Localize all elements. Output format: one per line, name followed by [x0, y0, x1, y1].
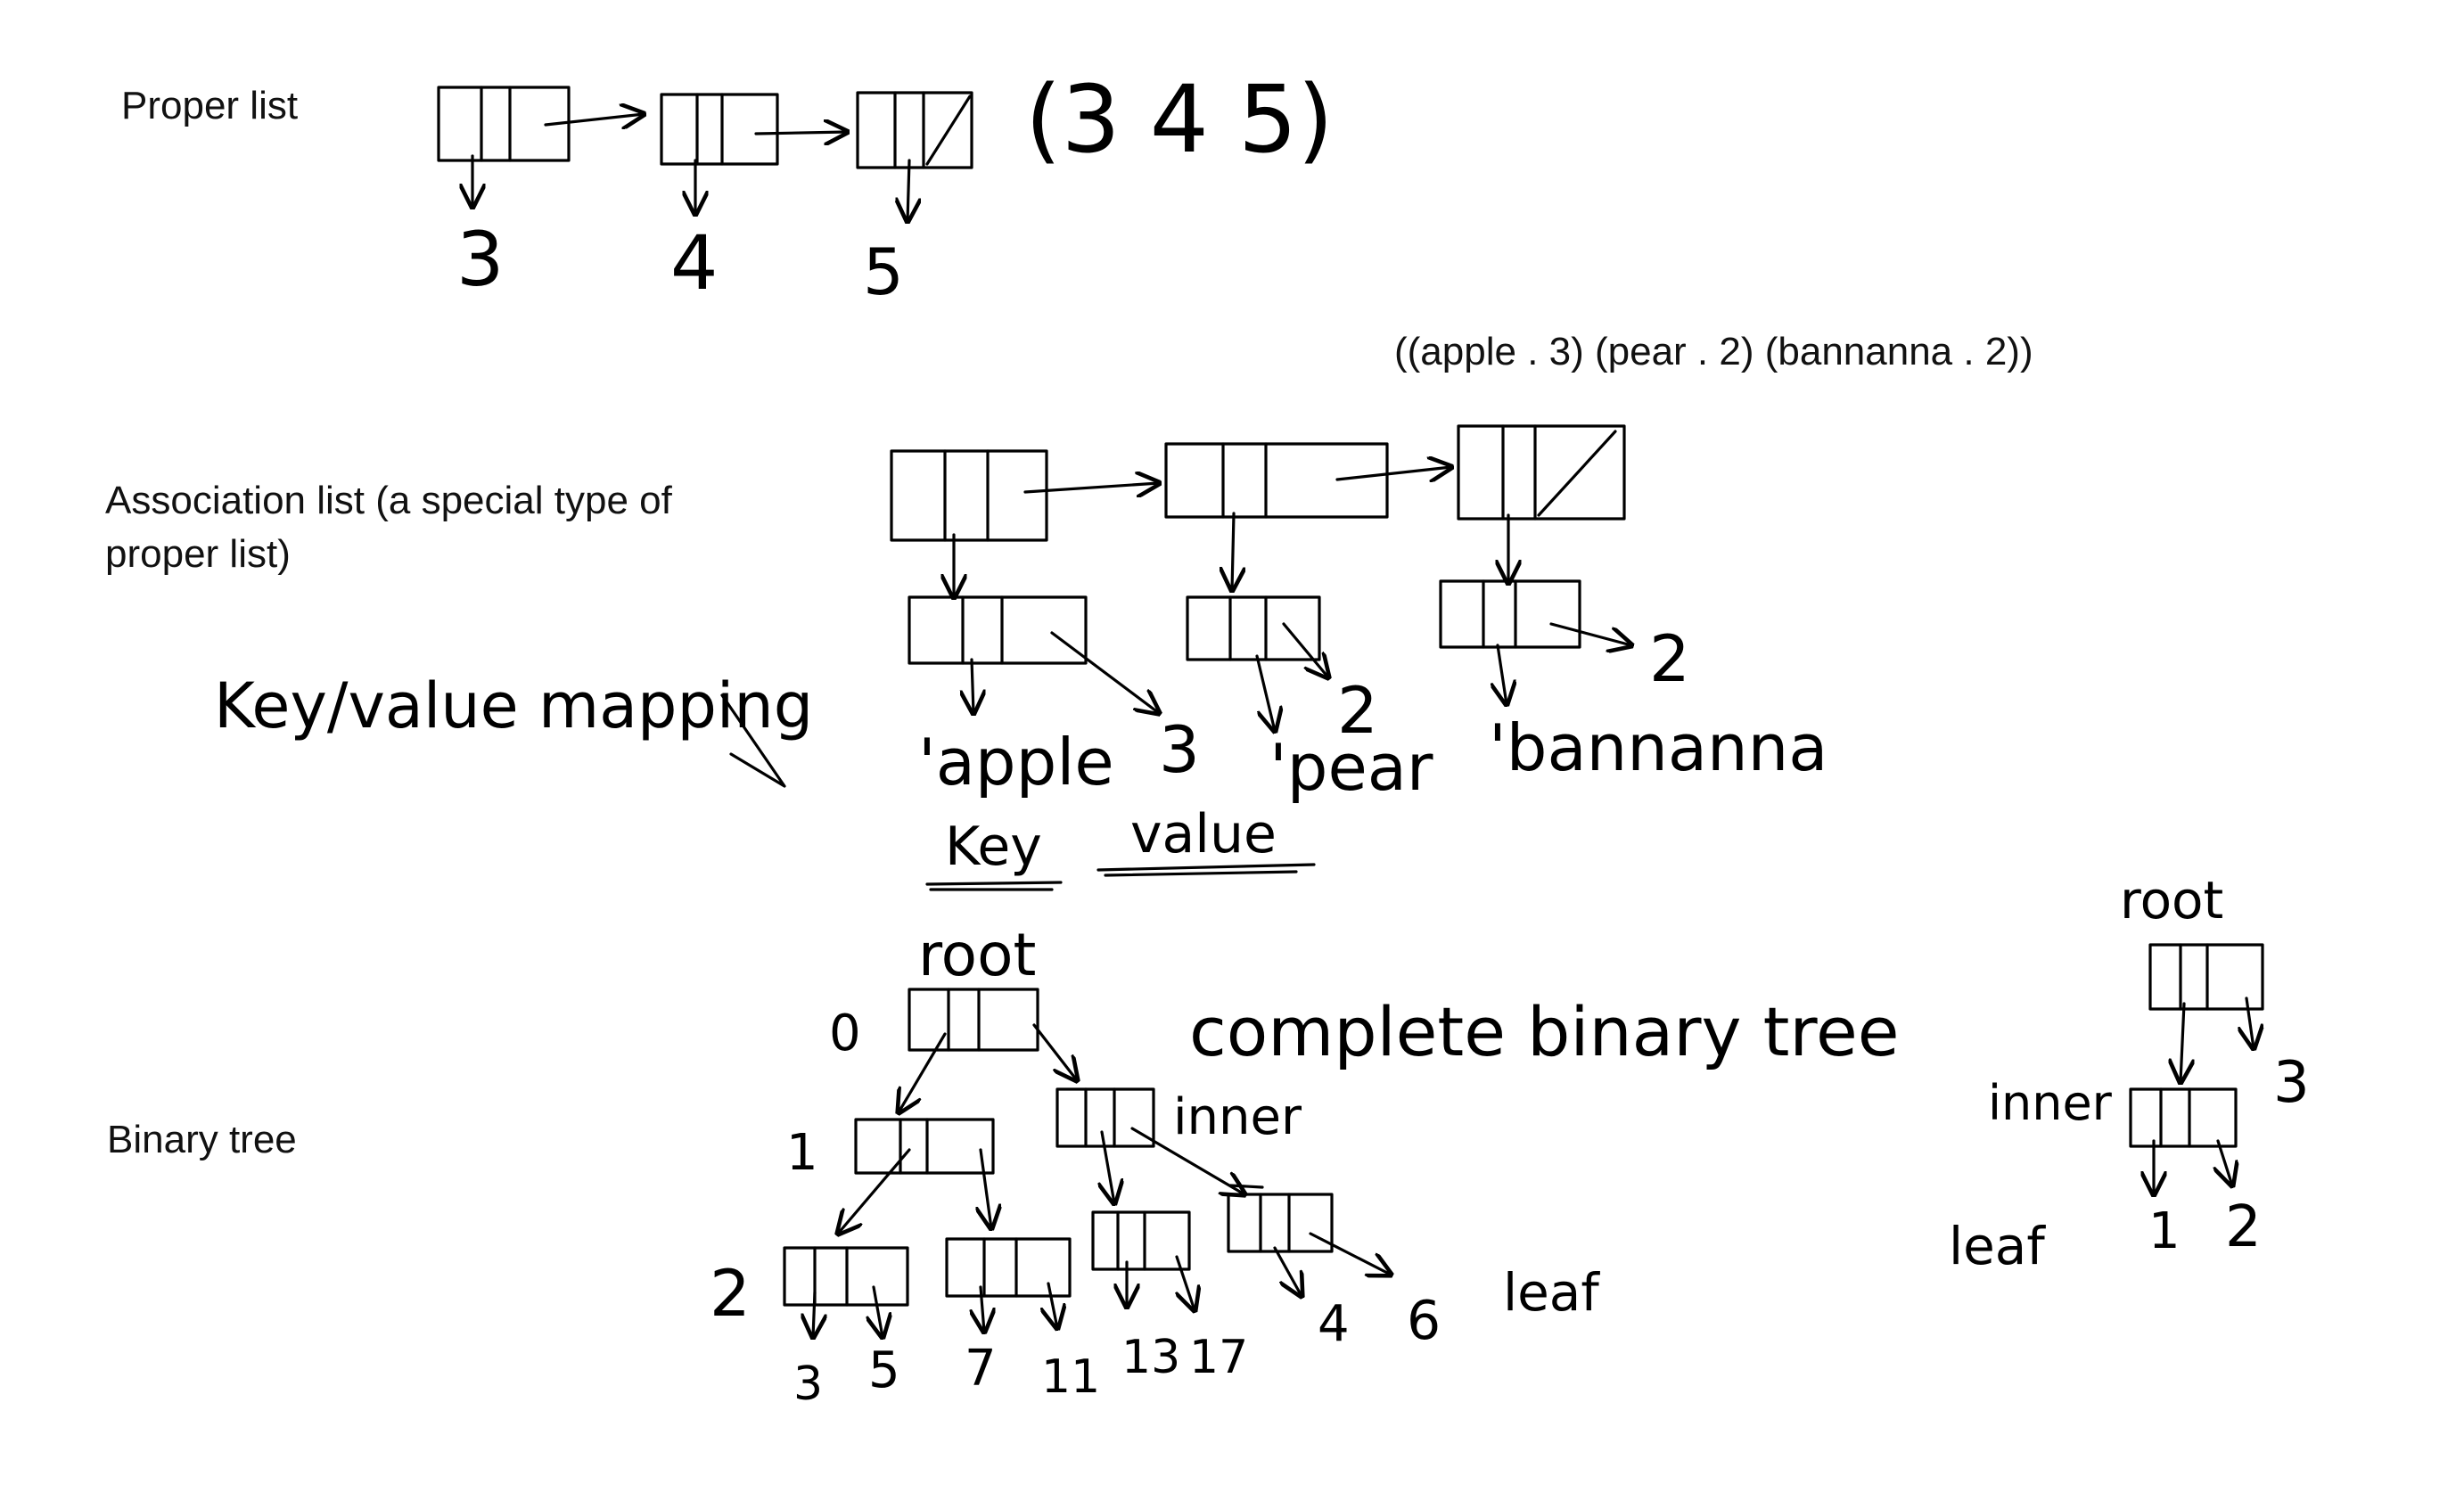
- binary-tree-label: Binary tree: [107, 1118, 297, 1161]
- cons-cell-nil: [1457, 424, 1626, 521]
- car-arrow: [472, 154, 909, 221]
- association-list-label: Association list (a special type of prop…: [105, 479, 672, 576]
- tree-node: [783, 1246, 909, 1307]
- proper-value: 4: [670, 219, 718, 307]
- leaf-value: 4: [1318, 1295, 1350, 1353]
- leaf-value: 11: [1041, 1350, 1100, 1404]
- pair-cell: [1439, 579, 1581, 649]
- cons-cell: [437, 86, 571, 162]
- note-arrow: [720, 693, 786, 788]
- tree-node: [1227, 1193, 1334, 1253]
- pair-cell: [908, 595, 1088, 665]
- key-annotation: Key: [945, 816, 1042, 878]
- root-label: root: [2120, 870, 2223, 931]
- association-list-diagram: 3 2 2 'apple 'pear 'bannanna Key value K…: [214, 424, 1827, 891]
- inner-label: inner: [1988, 1075, 2113, 1131]
- small-tree-value: 2: [2225, 1194, 2262, 1260]
- tree-node: [854, 1118, 995, 1175]
- cdr-arrow: [1023, 467, 1451, 492]
- leaf-value: 6: [1407, 1290, 1441, 1352]
- tree-edges: [2154, 997, 2254, 1194]
- complete-binary-tree-note: complete binary tree: [1189, 992, 1900, 1071]
- alist-value: 2: [1337, 673, 1378, 748]
- leaf-value: 7: [965, 1340, 997, 1398]
- cons-cell: [890, 449, 1048, 542]
- tree-edges: [813, 1023, 1391, 1337]
- binary-tree-diagram: root 0 1 2: [710, 921, 1900, 1411]
- level-label: 1: [786, 1124, 818, 1182]
- pair-arrows: [972, 622, 1631, 731]
- underline: [925, 863, 1316, 891]
- proper-list-label: Proper list: [121, 84, 299, 127]
- cons-cell-nil: [856, 91, 973, 169]
- leaf-value: 13: [1121, 1331, 1180, 1384]
- cons-cell: [1164, 442, 1389, 519]
- small-tree-value: 3: [2273, 1050, 2310, 1116]
- tree-node: [1055, 1087, 1155, 1148]
- proper-list-expression: (3 4 5): [1025, 65, 1334, 174]
- inner-label: inner: [1173, 1088, 1302, 1146]
- leaf-value: 5: [868, 1341, 900, 1399]
- value-annotation: value: [1130, 803, 1277, 865]
- tree-node: [2148, 943, 2264, 1011]
- alist-key: 'bannanna: [1489, 710, 1827, 785]
- small-tree-value: 1: [2148, 1202, 2181, 1260]
- small-tree-diagram: root inner leaf 3 1 2: [1949, 870, 2310, 1276]
- alist-value: 2: [1649, 621, 1690, 696]
- level-label: 0: [829, 1005, 861, 1062]
- tree-node: [908, 988, 1039, 1052]
- cdr-arrow: [544, 114, 847, 134]
- proper-value: 3: [456, 216, 504, 303]
- leaf-label: leaf: [1503, 1262, 1600, 1323]
- root-label: root: [918, 921, 1036, 989]
- tree-node: [1091, 1210, 1191, 1271]
- tree-node: [2129, 1087, 2238, 1148]
- level-label: 2: [710, 1256, 751, 1331]
- car-arrow: [954, 512, 1508, 597]
- tree-node: [945, 1237, 1072, 1298]
- proper-value: 5: [863, 234, 904, 309]
- alist-key: 'apple: [918, 725, 1114, 800]
- association-list-expression: ((apple . 3) (pear . 2) (bannanna . 2)): [1394, 330, 2033, 373]
- alist-key: 'pear: [1269, 730, 1433, 805]
- leaf-label: leaf: [1949, 1216, 2046, 1276]
- cons-cell: [660, 93, 779, 166]
- key-value-mapping-note: Key/value mapping: [214, 669, 813, 742]
- leaf-value: 17: [1189, 1331, 1248, 1384]
- pair-cell: [1186, 595, 1321, 661]
- proper-list-diagram: 3 4 5 (3 4 5): [437, 65, 1334, 309]
- alist-value: 3: [1159, 712, 1200, 787]
- leaf-value: 3: [793, 1357, 823, 1411]
